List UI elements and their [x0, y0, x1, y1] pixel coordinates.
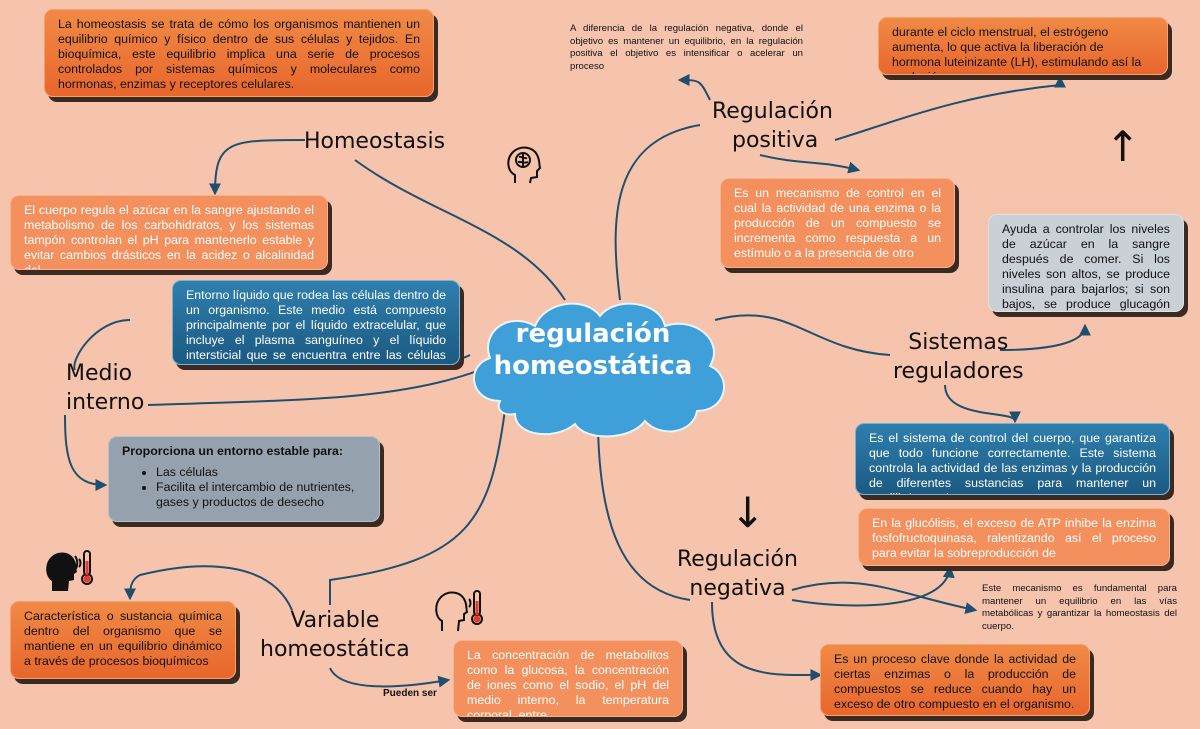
label-variable-line1: Variable — [290, 608, 380, 633]
note-regulacion-negativa: Este mecanismo es fundamental para mante… — [982, 583, 1177, 632]
box-ciclo-menstrual: durante el ciclo menstrual, el estrógeno… — [878, 17, 1168, 75]
label-negativa-line2: negativa — [689, 576, 786, 601]
label-regulacion-positiva: Regulación positiva — [712, 97, 833, 155]
label-homeostasis: Homeostasis — [304, 129, 446, 154]
label-variable-line2: homeostática — [260, 637, 410, 662]
label-sistemas-reguladores: Sistemas reguladores — [893, 328, 1024, 386]
central-topic-line1: regulación — [515, 319, 671, 349]
entorno-item: Facilita el intercambio de nutrientes, g… — [156, 480, 366, 510]
entorno-item: Las células — [156, 465, 366, 480]
head-thermometer-icon — [46, 550, 93, 591]
brain-head-icon — [507, 146, 542, 184]
box-positiva-definicion: Es un mecanismo de control en el cual la… — [720, 178, 955, 268]
box-azucar-ph: El cuerpo regula el azúcar en la sangre … — [10, 195, 328, 270]
label-sistemas-line1: Sistemas — [908, 330, 1009, 355]
up-arrow-icon: ↑ — [1105, 122, 1141, 171]
box-homeostasis-definition: La homeostasis se trata de cómo los orga… — [44, 9, 434, 97]
label-medio-line1: Medio — [66, 361, 133, 386]
box-insulina: Ayuda a controlar los niveles de azúcar … — [988, 214, 1184, 312]
head-thermometer-outline-icon — [435, 590, 483, 632]
note-regulacion-positiva: A diferencia de la regulación negativa, … — [570, 23, 803, 72]
box-caracteristica: Característica o sustancia química dentr… — [10, 601, 236, 679]
box-glucolisis: En la glucólisis, el exceso de ATP inhib… — [858, 508, 1170, 566]
central-topic: regulación homeostática — [478, 318, 708, 382]
label-regulacion-negativa: Regulación negativa — [677, 545, 798, 603]
down-arrow-icon: ↓ — [730, 488, 766, 537]
label-variable-homeostatica: Variable homeostática — [260, 606, 410, 664]
box-concentracion: La concentración de metabolitos como la … — [453, 640, 683, 717]
label-positiva-line1: Regulación — [712, 99, 833, 124]
label-sistemas-line2: reguladores — [893, 359, 1024, 384]
label-pueden-ser: Pueden ser — [383, 688, 437, 699]
central-topic-line2: homeostática — [493, 351, 693, 381]
box-sistema-definicion: Es el sistema de control del cuerpo, que… — [855, 423, 1170, 495]
label-negativa-line1: Regulación — [677, 547, 798, 572]
entorno-list: Las células Facilita el intercambio de n… — [122, 465, 366, 510]
box-entorno-estable: Proporciona un entorno estable para: Las… — [108, 436, 380, 522]
label-medio-interno: Medio interno — [66, 359, 144, 417]
box-medio-definicion: Entorno líquido que rodea las células de… — [172, 280, 460, 365]
entorno-title: Proporciona un entorno estable para: — [122, 444, 343, 458]
cloud-shape — [473, 302, 725, 438]
box-negativa-definicion: Es un proceso clave donde la actividad d… — [820, 644, 1090, 716]
label-positiva-line2: positiva — [732, 128, 819, 153]
label-medio-line2: interno — [66, 390, 145, 415]
